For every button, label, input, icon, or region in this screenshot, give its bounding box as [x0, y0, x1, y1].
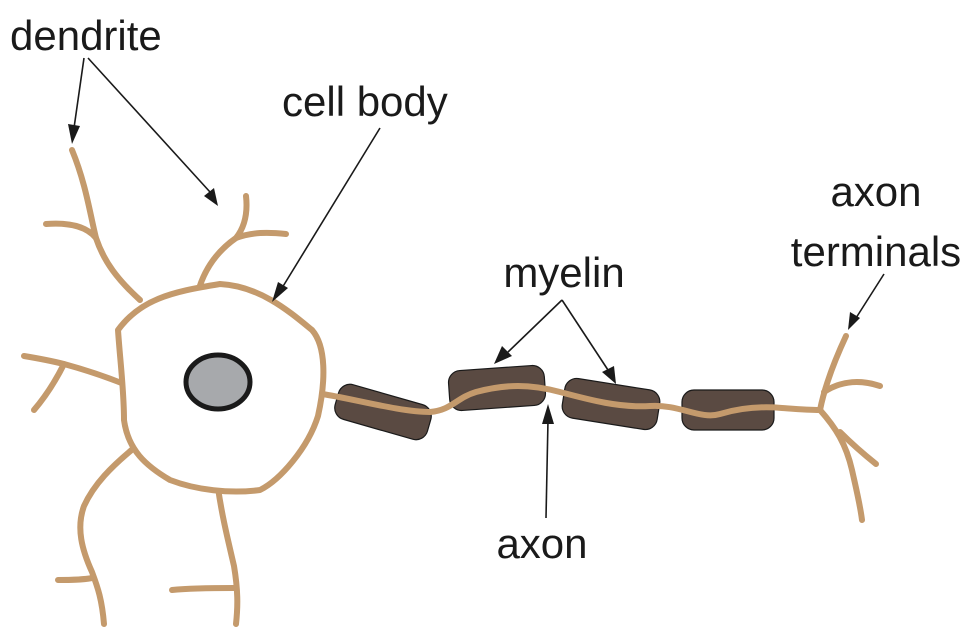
axon-terminals-label-line1: axon: [830, 168, 921, 215]
myelin-arrow-2-head: [602, 366, 616, 384]
axon-arrow-line: [546, 420, 548, 518]
dendrite-left: [24, 356, 124, 384]
nucleus: [186, 355, 250, 409]
dendrite-left-branch: [34, 364, 64, 410]
dendrite-lower: [218, 488, 237, 624]
dendrite-label: dendrite: [10, 12, 162, 59]
dendrite-arrow-2-line: [88, 58, 210, 192]
myelin-arrow-1-head: [494, 346, 512, 364]
dendrite-upper: [198, 196, 247, 292]
cell-body-label: cell body: [282, 78, 448, 125]
dendrite-lower-left-branch: [58, 578, 92, 580]
dendrite-arrow-1-head: [68, 124, 80, 144]
myelin-arrow-1-line: [508, 300, 562, 352]
myelin-arrow-2-line: [562, 300, 608, 370]
cell-body-arrow-head: [272, 282, 288, 302]
axon-arrow-head: [542, 404, 554, 424]
axon-terminals: [820, 336, 880, 520]
dendrite-arrow-1-line: [74, 58, 84, 128]
axon-terminal-lower: [820, 410, 862, 520]
dendrite-lower-left: [80, 448, 134, 624]
dendrite-lower-branch: [172, 588, 234, 590]
axon-terminal-upper: [820, 336, 846, 410]
dendrite-upper-left-branch: [46, 224, 96, 238]
dendrite-arrow-2-head: [204, 188, 218, 206]
axon-label: axon: [496, 520, 587, 567]
axon-terminals-arrow-line: [856, 274, 884, 318]
cell-body-arrow-line: [282, 128, 380, 288]
axon-terminal-upper-branch: [824, 382, 880, 392]
myelin-label: myelin: [503, 249, 624, 296]
myelin-sheath: [332, 365, 774, 443]
dendrite-upper-branch: [236, 233, 286, 238]
axon-terminals-label-line2: terminals: [791, 228, 961, 275]
